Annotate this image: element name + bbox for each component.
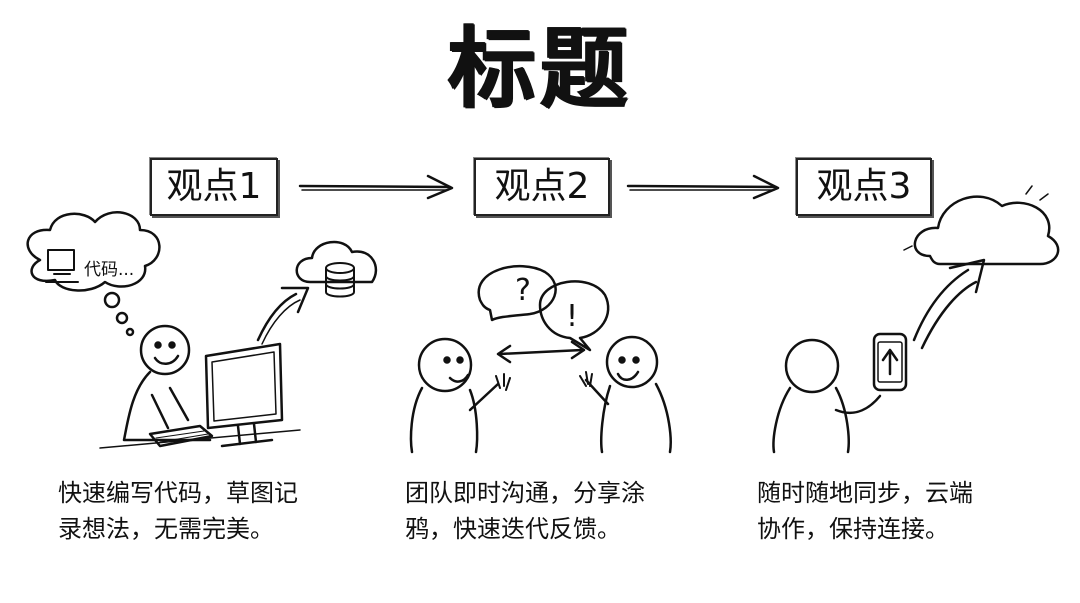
point-2-box: 观点2 bbox=[474, 158, 610, 216]
point-3-caption-line-1: 随时随地同步，云端 bbox=[757, 479, 973, 507]
person-right-icon bbox=[579, 335, 672, 454]
point-1-caption: 快速编写代码，草图记 录想法，无需完美。 bbox=[58, 475, 358, 547]
point-1-caption-line-2: 录想法，无需完美。 bbox=[58, 515, 274, 543]
thought-bubble-text: 代码... bbox=[84, 260, 135, 280]
phone-upload-icon bbox=[872, 332, 908, 392]
arrow-1-to-2-icon bbox=[298, 174, 454, 200]
double-arrow-icon bbox=[496, 340, 586, 364]
point-3-label: 观点3 bbox=[816, 166, 912, 207]
point-3-caption-line-2: 协作，保持连接。 bbox=[757, 515, 949, 543]
point-1-label: 观点1 bbox=[166, 166, 262, 207]
point-1-caption-line-1: 快速编写代码，草图记 bbox=[58, 479, 298, 507]
user-figure-icon bbox=[772, 338, 882, 454]
question-bubble-icon bbox=[477, 264, 557, 322]
sync-arrow-icon bbox=[912, 258, 986, 350]
computer-monitor-icon bbox=[99, 342, 301, 449]
arrow-2-to-3-icon bbox=[626, 174, 780, 200]
exclamation-mark: ! bbox=[566, 299, 578, 334]
point-2-caption: 团队即时沟通，分享涂 鸦，快速迭代反馈。 bbox=[405, 475, 705, 547]
point-2-caption-line-2: 鸦，快速迭代反馈。 bbox=[405, 515, 621, 543]
point-3-caption: 随时随地同步，云端 协作，保持连接。 bbox=[757, 475, 1057, 547]
database-cloud-icon bbox=[295, 240, 378, 298]
point-2-caption-line-1: 团队即时沟通，分享涂 bbox=[405, 479, 645, 507]
point-1-box: 观点1 bbox=[150, 158, 278, 216]
cloud-icon bbox=[903, 185, 1060, 266]
upload-arrow-icon bbox=[256, 286, 310, 345]
page-title: 标题 bbox=[447, 17, 632, 120]
point-2-label: 观点2 bbox=[494, 166, 590, 207]
exclamation-bubble-icon bbox=[538, 280, 610, 352]
programmer-figure-icon bbox=[122, 324, 212, 442]
point-3-box: 观点3 bbox=[796, 158, 932, 216]
thought-bubble-icon bbox=[26, 211, 161, 337]
person-left-icon bbox=[409, 337, 511, 454]
question-mark: ? bbox=[515, 273, 531, 308]
